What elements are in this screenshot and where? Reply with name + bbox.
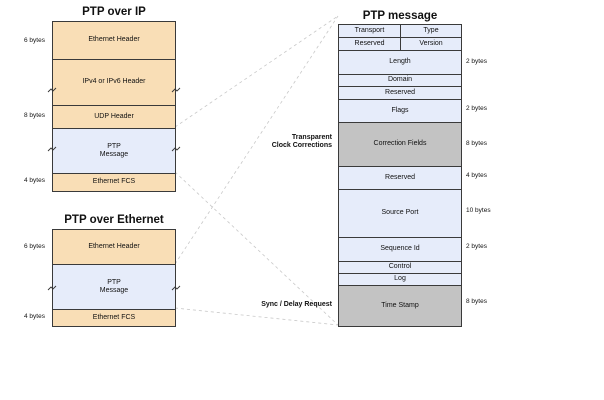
eth-ptp-message: PTP Message [53,264,175,309]
msg-reserved-1: Reserved [339,86,461,99]
msg-time-stamp: Time Stamp [339,285,461,326]
msg-flags-size: 2 bytes [466,105,487,112]
msg-sequence-id: Sequence Id [339,237,461,261]
ip-ethernet-header: Ethernet Header [53,22,175,59]
break-mark-eth-left [47,285,57,291]
break-mark-eth-right [171,285,181,291]
msg-type: Type [400,25,461,37]
ptp-over-ip-stack: Ethernet Header IPv4 or IPv6 Header UDP … [52,21,176,192]
ptp-over-ip-title: PTP over IP [82,6,146,18]
sync-delay-request-label: Sync / Delay Request [261,301,332,308]
connector-eth-top [174,15,339,265]
connector-eth-bottom [174,307,339,326]
transparent-clock-label: Transparent Clock Corrections [271,134,332,150]
ip-ipv4-ipv6-header: IPv4 or IPv6 Header [53,59,175,105]
msg-sequence-id-size: 2 bytes [466,243,487,250]
msg-length-size: 2 bytes [466,58,487,65]
break-mark-ip-left-2 [47,146,57,152]
ptp-message-stack: Transport Type Reserved Version Length D… [338,24,462,327]
msg-transport: Transport [339,25,400,37]
ip-udp-header: UDP Header [53,105,175,128]
msg-flags: Flags [339,99,461,122]
eth-ethernet-fcs: Ethernet FCS [53,309,175,326]
msg-correction-fields: Correction Fields [339,122,461,166]
ip-udp-header-size: 8 bytes [24,112,45,119]
ptp-over-ethernet-title: PTP over Ethernet [64,214,164,226]
ptp-over-ethernet-stack: Ethernet Header PTP Message Ethernet FCS [52,229,176,327]
msg-control: Control [339,261,461,273]
eth-ethernet-header: Ethernet Header [53,230,175,264]
msg-domain: Domain [339,74,461,86]
connector-ip-top [174,15,339,128]
ip-ptp-message: PTP Message [53,128,175,173]
msg-reserved-2: Reserved [339,166,461,189]
msg-log: Log [339,273,461,285]
break-mark-ip-left-1 [47,87,57,93]
break-mark-ip-right-1 [171,87,181,93]
ptp-message-title: PTP message [362,10,438,22]
msg-reserved-top: Reserved [339,37,400,50]
msg-time-stamp-size: 8 bytes [466,298,487,305]
msg-reserved-2-size: 4 bytes [466,172,487,179]
eth-ethernet-fcs-size: 4 bytes [24,313,45,320]
msg-length: Length [339,50,461,74]
msg-source-port: Source Port [339,189,461,237]
msg-version: Version [400,37,461,50]
break-mark-ip-right-2 [171,146,181,152]
ip-ethernet-fcs-size: 4 bytes [24,177,45,184]
ip-ethernet-header-size: 6 bytes [24,37,45,44]
msg-source-port-size: 10 bytes [466,207,491,214]
msg-correction-size: 8 bytes [466,140,487,147]
connector-ip-bottom [174,171,339,326]
eth-ethernet-header-size: 6 bytes [24,243,45,250]
ip-ethernet-fcs: Ethernet FCS [53,173,175,191]
